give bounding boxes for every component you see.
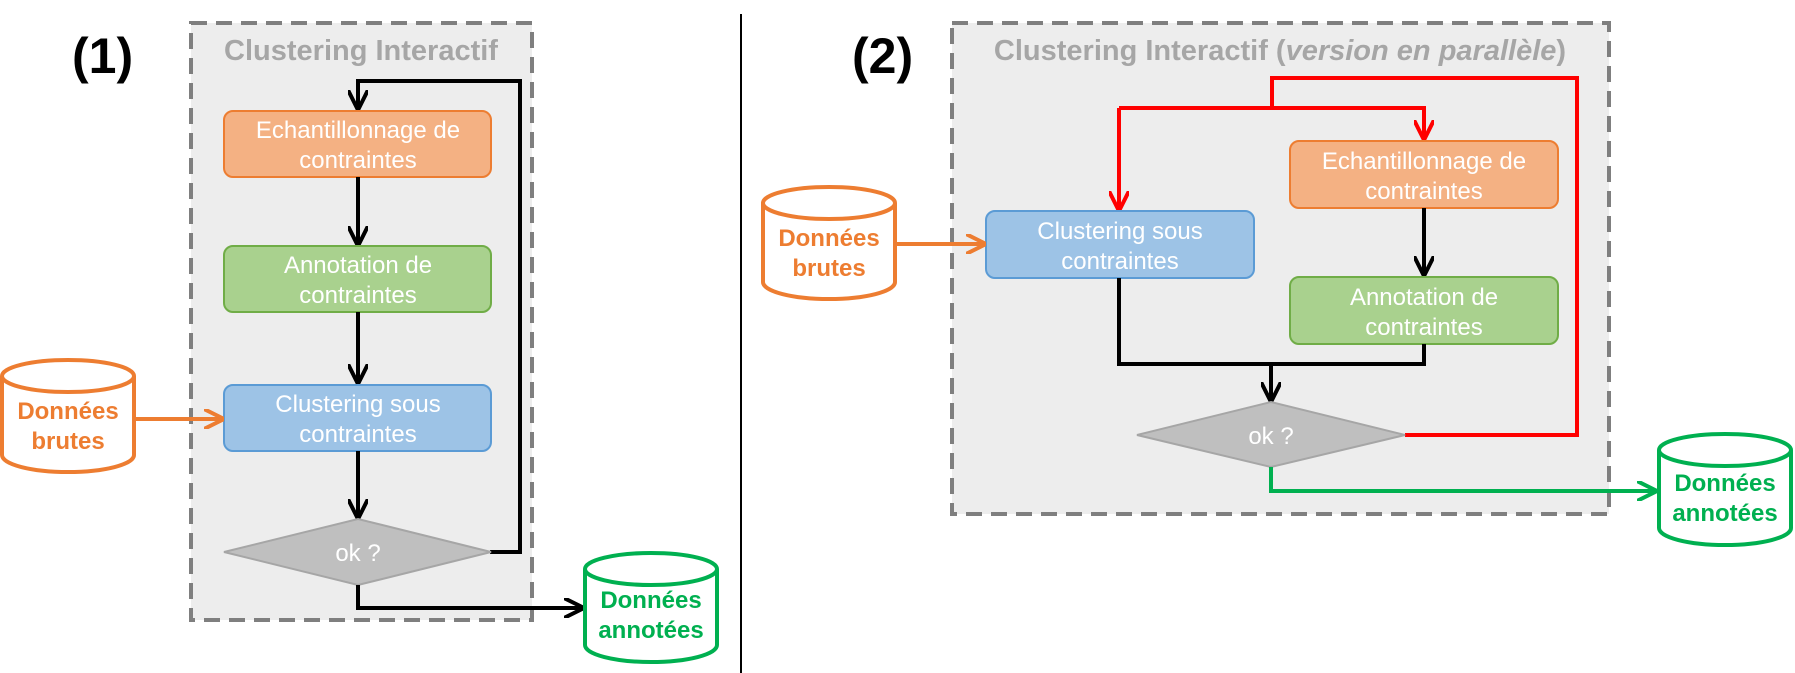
raw-data-2-label-line2: brutes bbox=[792, 255, 865, 282]
annotated-data-cylinder: Données annotées bbox=[583, 551, 719, 664]
annotation-label-line2: contraintes bbox=[299, 282, 416, 309]
annotated-data-label-line2: annotées bbox=[598, 617, 703, 644]
annotation-2-label-line1: Annotation de bbox=[1350, 284, 1498, 311]
decision-diamond bbox=[223, 517, 492, 587]
clustering-label-line1: Clustering sous bbox=[275, 391, 440, 418]
panel-2-number: (2) bbox=[852, 28, 913, 84]
raw-data-label-line1: Données bbox=[17, 398, 118, 425]
loop-arrow bbox=[358, 79, 522, 554]
red-arrow-to-sampling bbox=[1119, 106, 1424, 138]
raw-data-2-label-line1: Données bbox=[778, 225, 879, 252]
annotation-label-line1: Annotation de bbox=[284, 252, 432, 279]
panel-2-title: Clustering Interactif (version en parall… bbox=[994, 35, 1566, 67]
annotated-data-cylinder-2: Données annotées bbox=[1657, 432, 1793, 547]
sampling-label-line2: contraintes bbox=[299, 147, 416, 174]
annotation-2-label-line2: contraintes bbox=[1365, 314, 1482, 341]
annotated-data-label-line1: Données bbox=[600, 587, 701, 614]
annotated-data-2-label-line2: annotées bbox=[1672, 500, 1777, 527]
raw-data-cylinder: Données brutes bbox=[0, 358, 136, 474]
panel-1-title: Clustering Interactif bbox=[224, 35, 498, 67]
sampling-label-line1: Echantillonnage de bbox=[256, 117, 460, 144]
arrow-to-annotated bbox=[356, 585, 582, 608]
panel-1: (1) Clustering Interactif Echantillonnag… bbox=[0, 21, 719, 664]
raw-data-cylinder-2: Données brutes bbox=[761, 185, 897, 301]
sampling-2-label-line2: contraintes bbox=[1365, 178, 1482, 205]
decision-2-label: ok ? bbox=[1248, 423, 1293, 450]
annotated-data-2-label-line1: Données bbox=[1674, 470, 1775, 497]
red-loop-line bbox=[1270, 76, 1579, 437]
decision-label: ok ? bbox=[335, 540, 380, 567]
decision-diamond-2 bbox=[1136, 400, 1406, 469]
clustering-label-line2: contraintes bbox=[299, 421, 416, 448]
panel-1-number: (1) bbox=[72, 28, 133, 84]
clustering-2-label-line1: Clustering sous bbox=[1037, 218, 1202, 245]
panel-2: (2) Clustering Interactif (version en pa… bbox=[761, 21, 1793, 547]
sampling-2-label-line1: Echantillonnage de bbox=[1322, 148, 1526, 175]
arrow-to-annotated-2 bbox=[1269, 467, 1655, 491]
raw-data-label-line2: brutes bbox=[31, 428, 104, 455]
clustering-2-label-line2: contraintes bbox=[1061, 248, 1178, 275]
